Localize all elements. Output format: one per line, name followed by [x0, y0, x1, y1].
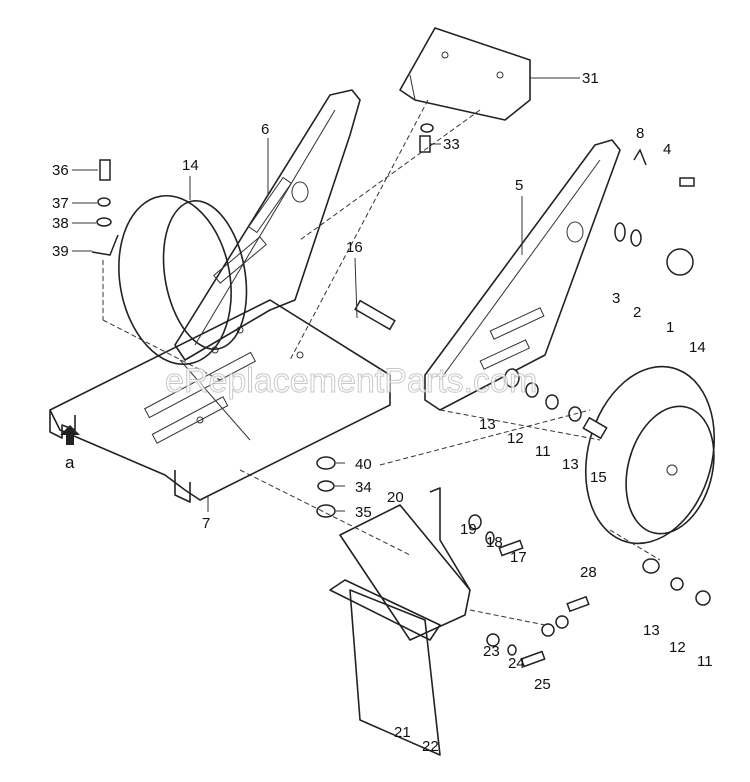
callout-label: 18 [486, 534, 503, 551]
watermark: eReplacementParts.com [165, 362, 537, 400]
callout-label: 35 [355, 504, 372, 521]
callout-label: 8 [636, 125, 644, 142]
callout-label: 6 [261, 121, 269, 138]
callout-label: 7 [202, 515, 210, 532]
hardware [91, 123, 711, 668]
wheel-left [118, 194, 248, 366]
top-bracket [399, 27, 531, 121]
callout-label: 19 [460, 521, 477, 538]
callout-label: 2 [633, 304, 641, 321]
side-bracket-right [424, 139, 621, 411]
callout-label: 11 [697, 653, 713, 670]
callout-label: 13 [479, 416, 496, 433]
callout-label: 31 [582, 70, 599, 87]
side-bracket-left [174, 89, 361, 361]
callout-label: 13 [643, 622, 660, 639]
wheel-right [584, 365, 716, 545]
callout-label: 5 [515, 177, 523, 194]
callout-label: 39 [52, 243, 69, 260]
callout-label: 25 [534, 676, 551, 693]
callouts: 31 33 6 8 4 36 14 5 37 38 39 16 3 2 1 14… [52, 70, 713, 755]
callout-label: 12 [669, 639, 686, 656]
direction-arrow-icon [60, 425, 80, 445]
callout-label: 14 [182, 157, 199, 174]
callout-label: 4 [663, 141, 671, 158]
callout-label: 15 [590, 469, 607, 486]
callout-label: 20 [387, 489, 404, 506]
callout-label: 33 [443, 136, 460, 153]
callout-label: 28 [580, 564, 597, 581]
callout-label: 17 [510, 549, 527, 566]
mud-flap-assembly [329, 487, 471, 756]
callout-label: 40 [355, 456, 372, 473]
callout-label: 3 [612, 290, 620, 307]
assembly-lines [102, 99, 661, 626]
callout-label: 23 [483, 643, 500, 660]
callout-label: 11 [535, 443, 551, 460]
base-plate [49, 299, 391, 503]
callout-label: 37 [52, 195, 69, 212]
callout-label: 1 [666, 319, 674, 336]
callout-label: 24 [508, 655, 525, 672]
callout-label: 13 [562, 456, 579, 473]
callout-label: 36 [52, 162, 69, 179]
callout-label: 16 [346, 239, 363, 256]
callout-label: 14 [689, 339, 706, 356]
callout-label: 12 [507, 430, 524, 447]
callout-label: a [65, 453, 75, 472]
callout-label: 38 [52, 215, 69, 232]
callout-label: 21 [394, 724, 411, 741]
callout-label: 22 [422, 738, 439, 755]
callout-label: 34 [355, 479, 372, 496]
leader-lines [72, 77, 580, 512]
